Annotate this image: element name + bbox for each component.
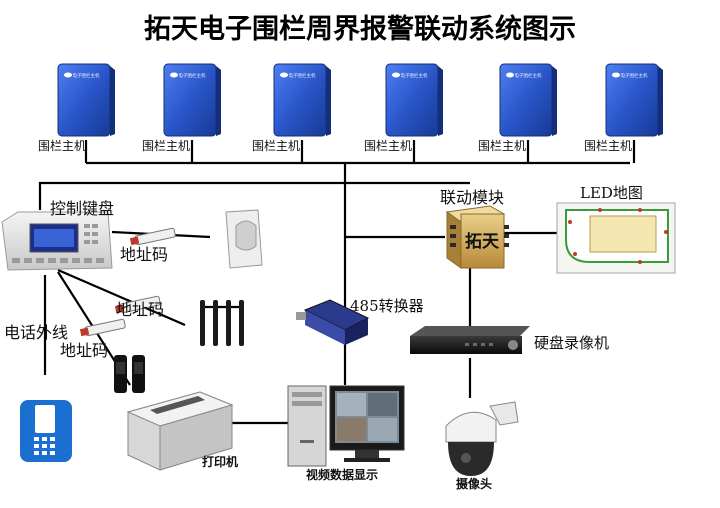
fence-host-label: 围栏主机 — [478, 138, 526, 153]
address-code-label-2: 地址码 — [116, 300, 164, 319]
phone-line-label: 电话外线 — [4, 323, 68, 342]
dvr-icon — [410, 326, 530, 354]
beam-sensor-icon — [200, 300, 244, 346]
fence-host-label: 围栏主机 — [252, 138, 300, 153]
connection-lines — [38, 161, 630, 425]
led-map-label: LED地图 — [580, 184, 643, 202]
converter-label: 485转换器 — [350, 297, 424, 315]
address-code-module-1 — [129, 227, 176, 246]
address-code-label-1: 地址码 — [120, 245, 168, 264]
linkage-module-label: 联动模块 — [440, 188, 504, 207]
pir-detector-icon — [225, 209, 263, 269]
printer-icon — [126, 391, 234, 471]
fence-hosts-group: 电子围栏主机围栏主机电子围栏主机围栏主机电子围栏主机围栏主机电子围栏主机围栏主机… — [38, 63, 663, 163]
dvr-label: 硬盘录像机 — [534, 334, 609, 352]
linkage-module-box — [445, 205, 509, 269]
computer-tower-icon — [287, 385, 327, 467]
address-code-module-2 — [114, 295, 161, 314]
fence-host-label: 围栏主机 — [584, 138, 632, 153]
led-map-panel — [556, 202, 676, 274]
fence-host-panel-text: 电子围栏主机 — [73, 72, 100, 79]
fence-host-label: 围栏主机 — [364, 138, 412, 153]
fence-host-panel-text: 电子围栏主机 — [179, 72, 206, 79]
address-code-label-3: 地址码 — [60, 341, 108, 360]
infrared-detector-icon — [114, 355, 145, 393]
printer-label: 打印机 — [202, 454, 238, 469]
linkage-module-brand: 拓天 — [465, 232, 500, 252]
fence-host-panel-text: 电子围栏主机 — [401, 72, 428, 79]
rs485-converter-icon — [296, 299, 370, 345]
control-keyboard — [1, 211, 113, 271]
fence-host-label: 围栏主机 — [142, 138, 190, 153]
fence-host-panel-text: 电子围栏主机 — [515, 72, 542, 79]
address-code-module-3 — [79, 318, 126, 337]
mobile-phone-icon — [20, 400, 72, 462]
fence-host-label: 围栏主机 — [38, 138, 86, 153]
fence-host-panel-text: 电子围栏主机 — [621, 72, 648, 79]
speed-dome-camera-icon — [445, 401, 519, 476]
video-monitor-icon — [329, 385, 405, 462]
monitor-label: 视频数据显示 — [306, 467, 378, 482]
fence-host-panel-text: 电子围栏主机 — [289, 72, 316, 79]
keyboard-label: 控制键盘 — [50, 199, 114, 218]
keyboard-bus-line — [38, 181, 470, 210]
camera-label: 摄像头 — [456, 476, 492, 491]
diagram-title: 拓天电子围栏周界报警联动系统图示 — [144, 13, 576, 45]
keyboard-beam-line — [57, 268, 186, 327]
